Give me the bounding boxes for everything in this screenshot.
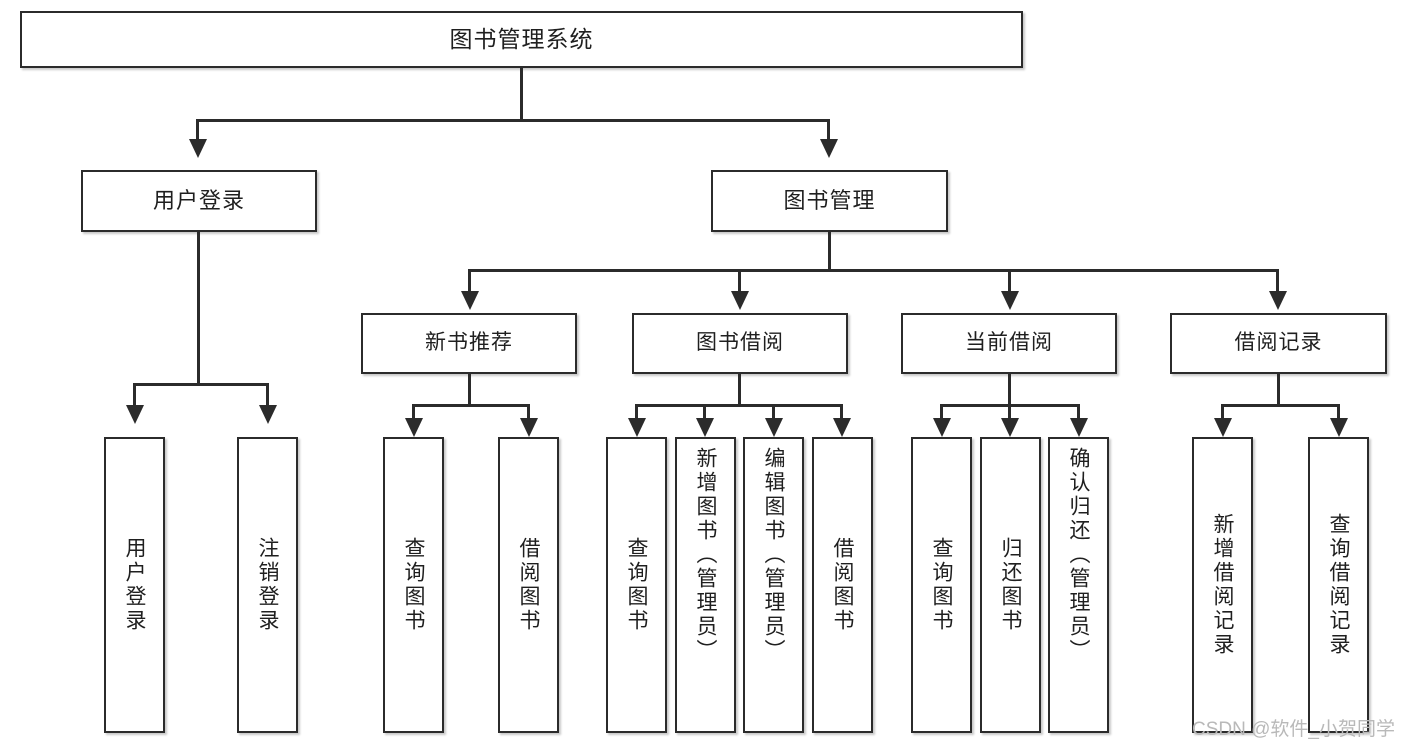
node-label: 用户登录: [152, 188, 245, 214]
leaf-edit-book[interactable]: 编辑图书（管理员）: [743, 437, 804, 733]
arrow-to-leaf-query-book-3: [933, 418, 951, 437]
leaf-query-book-recommend[interactable]: 查询图书: [383, 437, 444, 733]
arrow-to-leaf-borrow-book-1: [520, 418, 538, 437]
node-label: 新书推荐: [425, 331, 513, 355]
connector-current-borrow-drop-1: [940, 404, 943, 418]
connector-level3-drop-1: [468, 269, 471, 291]
connector-user-login-bus: [133, 383, 269, 386]
connector-user-login-stem: [197, 232, 200, 384]
leaf-add-book[interactable]: 新增图书（管理员）: [675, 437, 736, 733]
node-label: 当前借阅: [965, 331, 1053, 355]
arrow-to-user-login: [189, 139, 207, 158]
arrow-to-leaf-return-book: [1001, 418, 1019, 437]
leaf-confirm-return[interactable]: 确认归还（管理员）: [1048, 437, 1109, 733]
arrow-to-leaf-logout: [259, 405, 277, 424]
connector-book-borrow-drop-3: [772, 404, 775, 418]
node-label: 借阅图书: [831, 537, 854, 633]
node-label: 借阅记录: [1234, 331, 1323, 355]
connector-borrow-record-stem: [1277, 374, 1280, 405]
leaf-borrow-book[interactable]: 借阅图书: [812, 437, 873, 733]
connector-book-borrow-bus: [635, 404, 843, 407]
connector-new-book-bus: [412, 404, 530, 407]
node-label: 归还图书: [999, 537, 1022, 633]
node-user-login[interactable]: 用户登录: [81, 170, 317, 232]
arrow-to-new-book-recommend: [461, 291, 479, 310]
node-label: 编辑图书（管理员）: [762, 447, 785, 663]
leaf-query-borrow-record[interactable]: 查询借阅记录: [1308, 437, 1369, 733]
node-label: 新增借阅记录: [1211, 513, 1234, 657]
connector-level2-drop-1: [196, 119, 199, 139]
arrow-to-leaf-borrow-book-2: [833, 418, 851, 437]
leaf-borrow-book-recommend[interactable]: 借阅图书: [498, 437, 559, 733]
watermark: CSDN @软件_小贺同学: [1192, 719, 1395, 740]
connector-user-login-drop-1: [133, 383, 136, 405]
node-label: 查询图书: [930, 537, 953, 633]
arrow-to-leaf-confirm-return: [1070, 418, 1088, 437]
node-label: 新增图书（管理员）: [694, 447, 717, 663]
connector-current-borrow-drop-3: [1077, 404, 1080, 418]
leaf-add-borrow-record[interactable]: 新增借阅记录: [1192, 437, 1253, 733]
connector-borrow-record-drop-2: [1337, 404, 1340, 418]
connector-borrow-record-bus: [1221, 404, 1340, 407]
connector-level2-bus: [196, 119, 830, 122]
connector-level2-drop-2: [827, 119, 830, 139]
arrow-to-leaf-user-login: [126, 405, 144, 424]
arrow-to-leaf-query-book-1: [405, 418, 423, 437]
connector-level3-bus: [468, 269, 1279, 272]
arrow-to-leaf-add-book: [696, 418, 714, 437]
connector-level3-drop-4: [1276, 269, 1279, 291]
node-label: 查询图书: [402, 537, 425, 633]
node-book-borrow[interactable]: 图书借阅: [632, 313, 848, 374]
connector-book-borrow-drop-1: [635, 404, 638, 418]
node-label: 图书管理: [783, 188, 876, 214]
connector-new-book-stem: [468, 374, 471, 405]
connector-book-borrow-drop-4: [840, 404, 843, 418]
connector-book-manage-stem: [828, 232, 831, 270]
arrow-to-leaf-query-book-2: [628, 418, 646, 437]
connector-book-borrow-drop-2: [703, 404, 706, 418]
node-label: 图书管理系统: [449, 25, 594, 52]
arrow-to-borrow-record: [1269, 291, 1287, 310]
node-label: 用户登录: [123, 537, 146, 633]
node-label: 查询图书: [625, 537, 648, 633]
node-borrow-record[interactable]: 借阅记录: [1170, 313, 1387, 374]
connector-level3-drop-3: [1008, 269, 1011, 291]
node-label: 图书借阅: [696, 331, 784, 355]
connector-book-borrow-stem: [738, 374, 741, 405]
leaf-logout[interactable]: 注销登录: [237, 437, 298, 733]
node-book-manage[interactable]: 图书管理: [711, 170, 948, 232]
node-label: 注销登录: [256, 537, 279, 633]
arrow-to-leaf-add-record: [1214, 418, 1232, 437]
connector-current-borrow-drop-2: [1008, 404, 1011, 418]
node-label: 确认归还（管理员）: [1067, 447, 1090, 663]
connector-user-login-drop-2: [266, 383, 269, 405]
leaf-user-login[interactable]: 用户登录: [104, 437, 165, 733]
leaf-query-book-current[interactable]: 查询图书: [911, 437, 972, 733]
connector-new-book-drop-1: [412, 404, 415, 418]
arrow-to-book-borrow: [731, 291, 749, 310]
leaf-query-book-borrow[interactable]: 查询图书: [606, 437, 667, 733]
connector-root-stem: [520, 68, 523, 120]
arrow-to-leaf-edit-book: [765, 418, 783, 437]
connector-new-book-drop-2: [527, 404, 530, 418]
arrow-to-current-borrow: [1001, 291, 1019, 310]
connector-current-borrow-stem: [1008, 374, 1011, 405]
node-new-book-recommend[interactable]: 新书推荐: [361, 313, 577, 374]
node-label: 查询借阅记录: [1327, 513, 1350, 657]
node-root-system[interactable]: 图书管理系统: [20, 11, 1023, 68]
connector-level3-drop-2: [738, 269, 741, 291]
arrow-to-leaf-query-record: [1330, 418, 1348, 437]
node-label: 借阅图书: [517, 537, 540, 633]
node-current-borrow[interactable]: 当前借阅: [901, 313, 1117, 374]
arrow-to-book-manage: [820, 139, 838, 158]
leaf-return-book[interactable]: 归还图书: [980, 437, 1041, 733]
connector-borrow-record-drop-1: [1221, 404, 1224, 418]
